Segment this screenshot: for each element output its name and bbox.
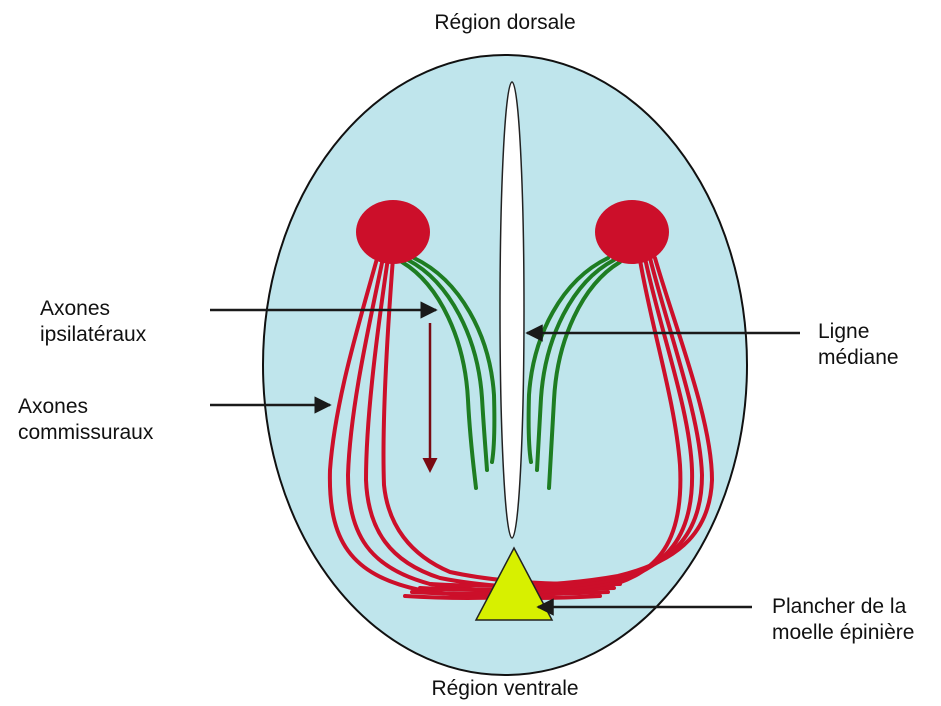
label-commissural-line2: commissuraux xyxy=(18,420,153,446)
label-floor-plate: Plancher de la moelle épinière xyxy=(772,594,914,646)
neuron-right xyxy=(595,200,669,264)
midline xyxy=(500,82,524,538)
label-commissural-axons: Axones commissuraux xyxy=(18,394,153,446)
label-ipsilateral-line2: ipsilatéraux xyxy=(40,322,146,348)
label-midline-line1: Ligne xyxy=(818,319,899,345)
label-floor-plate-line2: moelle épinière xyxy=(772,620,914,646)
label-ventral-region: Région ventrale xyxy=(405,676,605,702)
label-midline-line2: médiane xyxy=(818,345,899,371)
label-commissural-line1: Axones xyxy=(18,394,153,420)
label-dorsal-region: Région dorsale xyxy=(405,10,605,36)
neuron-left xyxy=(356,200,430,264)
label-ipsilateral-line1: Axones xyxy=(40,296,146,322)
label-ipsilateral-axons: Axones ipsilatéraux xyxy=(40,296,146,348)
label-floor-plate-line1: Plancher de la xyxy=(772,594,914,620)
label-midline: Ligne médiane xyxy=(818,319,899,371)
